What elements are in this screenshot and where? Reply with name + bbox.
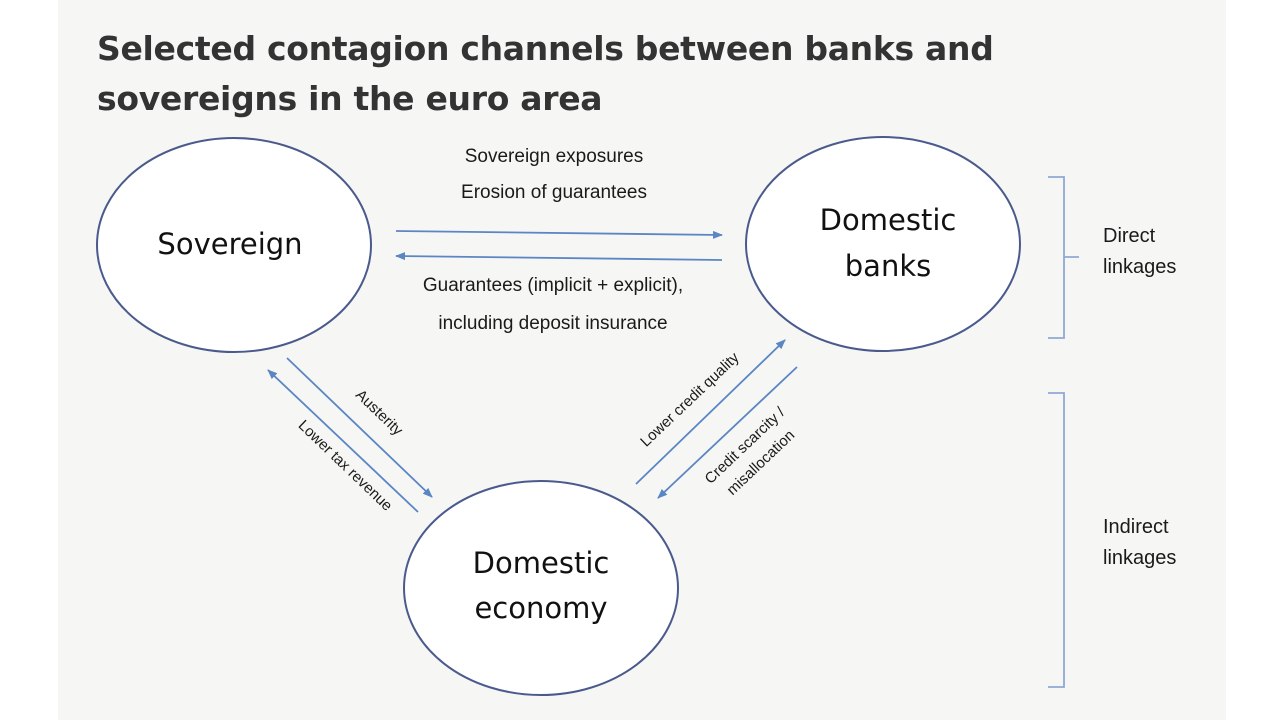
edge-label-lower-credit-quality: Lower credit quality — [637, 349, 743, 451]
arrow-economy-to-sovereign — [267, 369, 419, 513]
figure-title: Selected contagion channels between bank… — [97, 29, 994, 118]
arrow-economy-to-banks — [635, 339, 786, 485]
group-label-direct-linkages: linkages — [1103, 256, 1176, 278]
arrow-banks-to-economy — [657, 366, 798, 499]
group-label-indirect-linkages: linkages — [1103, 547, 1176, 569]
edge-label-guarantees: Guarantees (implicit + explicit), — [423, 275, 683, 296]
node-sovereign: Sovereign — [96, 137, 372, 353]
node-banks-label-line1: Domestic — [820, 203, 957, 237]
arrow-sovereign-to-banks — [395, 230, 723, 239]
bracket-direct-linkages — [1048, 176, 1079, 339]
edge-label-erosion-of-guarantees: Erosion of guarantees — [461, 182, 647, 203]
edge-label-austerity: Austerity — [352, 386, 406, 439]
edge-label-sovereign-exposures: Sovereign exposures — [465, 146, 644, 167]
arrow-banks-to-sovereign — [395, 252, 723, 261]
node-economy-label-line2: economy — [474, 591, 607, 625]
arrow-sovereign-to-economy — [286, 357, 433, 498]
node-economy-label-line1: Domestic — [473, 546, 610, 580]
node-banks-label-line2: banks — [845, 249, 931, 283]
edge-label-lower-tax-revenue: Lower tax revenue — [295, 417, 396, 515]
bracket-indirect-linkages — [1048, 392, 1065, 688]
node-sovereign-label: Sovereign — [157, 227, 302, 261]
group-label-direct: Direct — [1103, 225, 1156, 247]
node-domestic-economy: Domestic economy — [403, 480, 679, 696]
group-label-indirect: Indirect — [1103, 516, 1169, 538]
edge-label-deposit-insurance: including deposit insurance — [438, 313, 667, 334]
node-domestic-banks: Domestic banks — [745, 136, 1021, 352]
